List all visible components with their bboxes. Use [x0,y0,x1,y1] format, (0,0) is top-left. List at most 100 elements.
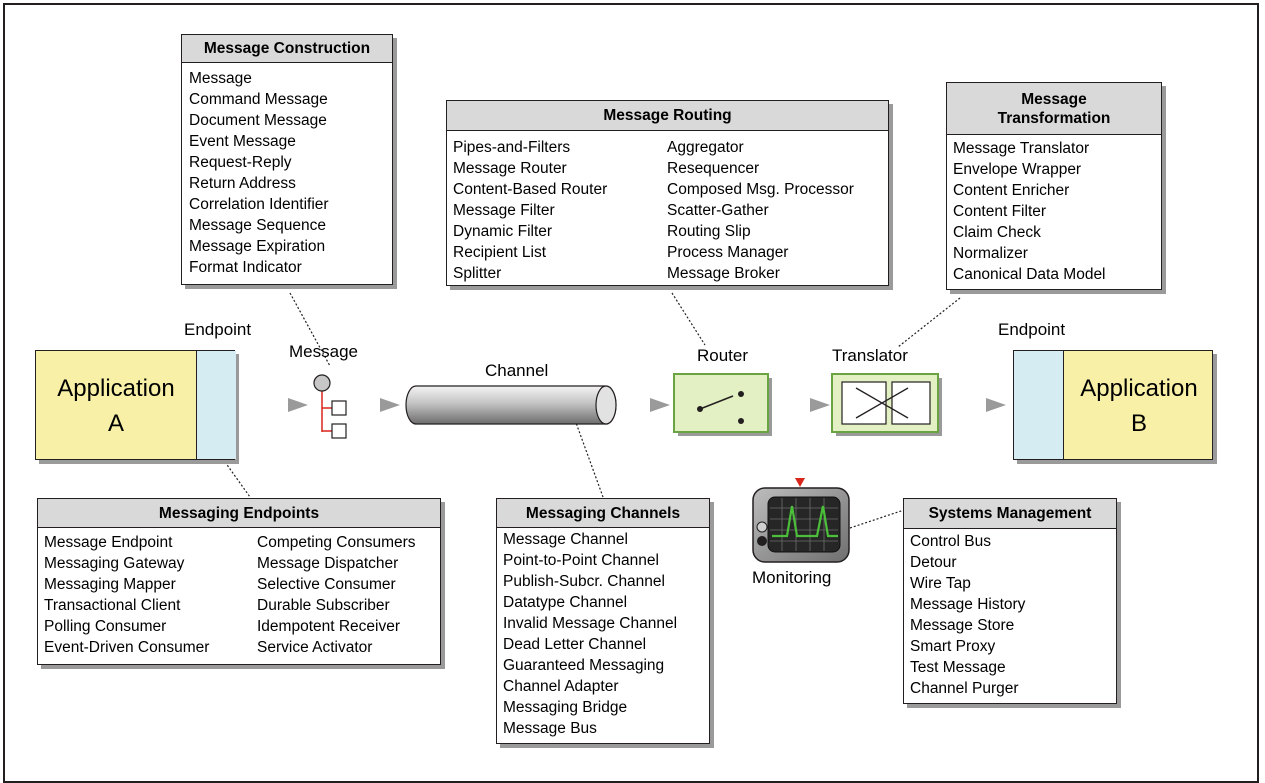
systems-management-title: Systems Management [904,499,1116,529]
list-item: Message Translator [953,140,1090,157]
message-routing-title: Message Routing [447,101,888,131]
message-transformation-title: Message Transformation [947,83,1161,135]
message-routing-list-right: Aggregator Resequencer Composed Msg. Pro… [667,137,854,284]
list-item: Datatype Channel [503,594,628,611]
list-item: Message Endpoint [44,534,173,551]
list-item: Pipes-and-Filters [453,139,571,156]
list-item: Service Activator [257,639,373,656]
application-a-label-line2: A [107,410,124,437]
list-item: Command Message [189,91,328,108]
messaging-channels-list: Message Channel Point-to-Point Channel P… [497,528,709,739]
list-item: Channel Purger [910,680,1019,697]
endpoint-b [1014,351,1064,459]
router-icon [673,373,772,436]
message-transformation-list: Message Translator Envelope Wrapper Cont… [947,135,1161,285]
list-item: Control Bus [910,533,991,550]
list-item: Aggregator [667,139,744,156]
list-item: Normalizer [953,245,1028,262]
list-item: Smart Proxy [910,638,996,655]
message-icon [313,374,347,439]
list-item: Envelope Wrapper [953,161,1082,178]
list-item: Point-to-Point Channel [503,552,659,569]
list-item: Messaging Mapper [44,576,176,593]
list-item: Request-Reply [189,154,292,171]
list-item: Composed Msg. Processor [667,181,854,198]
application-a-label: Application A [36,371,196,441]
list-item: Message History [910,596,1026,613]
list-item: Channel Adapter [503,678,619,695]
message-construction-box: Message Construction Message Command Mes… [181,34,393,285]
list-item: Event Message [189,133,296,150]
list-item: Message Store [910,617,1015,634]
connector-routing [671,292,706,346]
list-item: Message Bus [503,720,597,737]
list-item: Transactional Client [44,597,181,614]
list-item: Routing Slip [667,223,751,240]
messaging-endpoints-list-left: Message Endpoint Messaging Gateway Messa… [44,532,209,658]
list-item: Detour [910,554,957,571]
message-construction-title: Message Construction [182,35,392,63]
application-b-label-line2: B [1130,410,1147,437]
router-label: Router [697,346,749,365]
messaging-channels-box: Messaging Channels Message Channel Point… [496,498,710,744]
endpoint-a [196,351,236,459]
list-item: Invalid Message Channel [503,615,678,632]
endpoint-right-label: Endpoint [998,320,1066,339]
application-b-label-line1: Application [1080,375,1198,402]
list-item: Wire Tap [910,575,971,592]
message-transformation-title-line1: Message [1021,90,1087,108]
list-item: Competing Consumers [257,534,416,551]
application-b: Application B [1013,350,1213,460]
connector-endpoints [224,461,251,498]
list-item: Message Dispatcher [257,555,399,572]
list-item: Guaranteed Messaging [503,657,665,674]
message-label: Message [289,342,358,361]
list-item: Claim Check [953,224,1041,241]
list-item: Dead Letter Channel [503,636,647,653]
list-item: Idempotent Receiver [257,618,401,635]
flow-arrow-icon [288,398,1006,412]
application-b-label: Application B [1064,371,1214,441]
list-item: Message Router [453,160,567,177]
messaging-endpoints-box: Messaging Endpoints Message Endpoint Mes… [37,498,441,665]
message-transformation-box: Message Transformation Message Translato… [946,82,1162,290]
systems-management-box: Systems Management Control Bus Detour Wi… [903,498,1117,704]
translator-icon [831,373,942,436]
connector-management [849,509,905,529]
list-item: Publish-Subcr. Channel [503,573,665,590]
application-a: Application A [35,350,236,460]
list-item: Document Message [189,112,327,129]
connector-channels [574,419,604,498]
message-construction-list: Message Command Message Document Message… [182,63,392,278]
list-item: Return Address [189,175,296,192]
list-item: Process Manager [667,244,789,261]
list-item: Content-Based Router [453,181,608,198]
translator-label: Translator [832,346,908,365]
message-routing-list-left: Pipes-and-Filters Message Router Content… [453,137,607,284]
list-item: Polling Consumer [44,618,167,635]
connector-transformation [897,297,961,348]
monitoring-label: Monitoring [752,568,832,587]
list-item: Message Broker [667,265,780,282]
channel-label: Channel [485,361,549,380]
endpoint-left-label: Endpoint [184,320,252,339]
channel-pipe-icon [405,385,617,425]
application-a-label-line1: Application [57,375,175,402]
list-item: Event-Driven Consumer [44,639,210,656]
list-item: Durable Subscriber [257,597,390,614]
list-item: Correlation Identifier [189,196,329,213]
list-item: Test Message [910,659,1006,676]
list-item: Format Indicator [189,259,302,276]
connector-construction [289,292,331,367]
list-item: Resequencer [667,160,760,177]
message-transformation-title-line2: Transformation [997,109,1111,127]
messaging-endpoints-list-right: Competing Consumers Message Dispatcher S… [257,532,416,658]
messaging-channels-title: Messaging Channels [497,499,709,528]
list-item: Messaging Gateway [44,555,185,572]
messaging-endpoints-title: Messaging Endpoints [38,499,440,528]
list-item: Messaging Bridge [503,699,628,716]
message-routing-box: Message Routing Pipes-and-Filters Messag… [446,100,889,286]
list-item: Splitter [453,265,502,282]
list-item: Content Filter [953,203,1047,220]
